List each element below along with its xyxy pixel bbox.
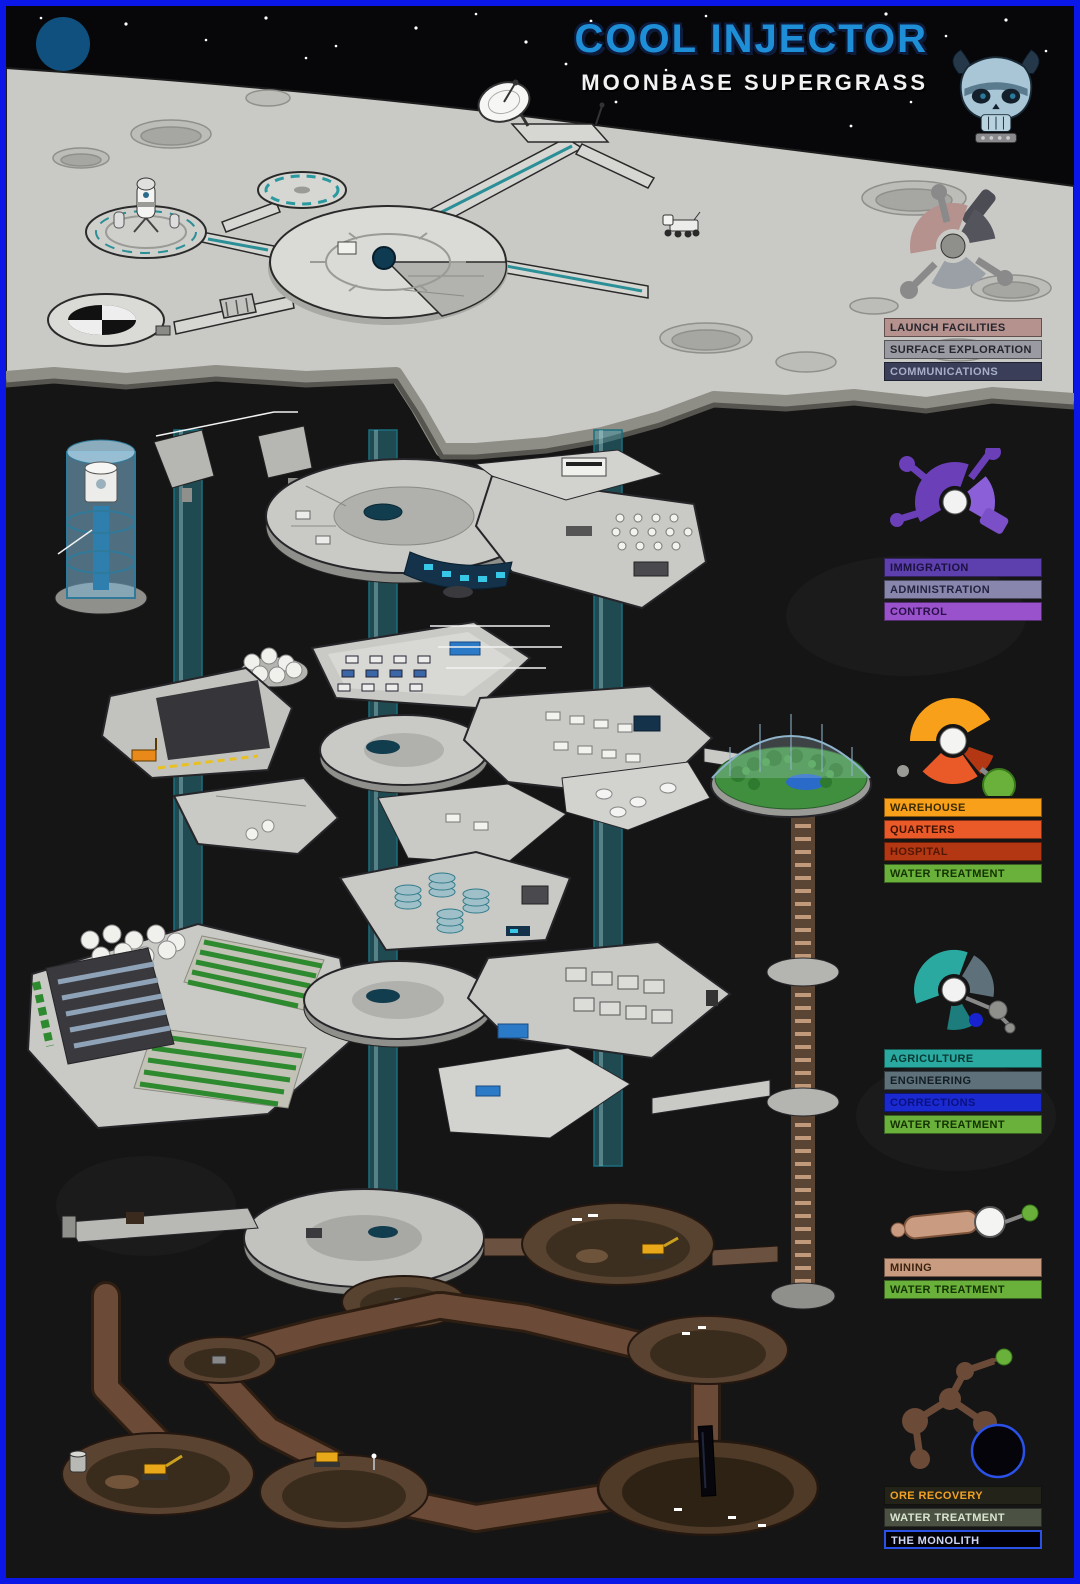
poster-subtitle: MOONBASE SUPERGRASS	[581, 70, 928, 95]
excavator	[641, 1243, 665, 1255]
poster-title: COOL INJECTOR	[574, 17, 928, 61]
monolith-cavern	[596, 1425, 820, 1537]
agriculture-wing	[26, 922, 356, 1130]
launch-pad	[85, 177, 207, 259]
legend-item-water-treatment-2: WATER TREATMENT	[884, 1115, 1042, 1134]
park-trees	[730, 749, 843, 790]
legend-item-administration: ADMINISTRATION	[884, 580, 1042, 599]
legend-bars-mining: MINING WATER TREATMENT	[884, 1258, 1042, 1299]
ore-cavern-mid	[259, 1451, 429, 1530]
title-block: COOL INJECTOR MOONBASE SUPERGRASS	[575, 18, 928, 96]
legend-item-water-treatment-3: WATER TREATMENT	[884, 1280, 1042, 1299]
control-room	[403, 551, 513, 598]
park-tower	[710, 714, 872, 1310]
comm-dish-platform	[477, 79, 610, 143]
legend-item-immigration: IMMIGRATION	[884, 558, 1042, 577]
legend-item-hospital: HOSPITAL	[884, 842, 1042, 861]
crop-rows-lower	[139, 1033, 303, 1107]
rock-edge	[6, 365, 1074, 457]
excavator	[315, 1451, 339, 1463]
hub-pad	[268, 205, 508, 325]
ore-cavern-west	[61, 1432, 255, 1516]
reactor	[54, 439, 148, 615]
legend-item-launch-facilities: LAUNCH FACILITIES	[884, 318, 1042, 337]
level-icon-ore-recovery	[902, 1348, 1026, 1479]
water-tanks	[80, 924, 186, 966]
legend-item-ore-recovery: ORE RECOVERY	[884, 1486, 1042, 1505]
level-administration	[54, 425, 708, 615]
monolith	[697, 1425, 717, 1497]
ore-cavern-north	[627, 1315, 789, 1385]
excavator	[143, 1463, 167, 1475]
mine-tunnels	[94, 1284, 718, 1530]
checker-pad	[47, 293, 171, 347]
legend-item-engineering: ENGINEERING	[884, 1071, 1042, 1090]
level-agriculture	[26, 850, 771, 1139]
rover	[662, 211, 701, 238]
callout-lines	[57, 411, 562, 669]
legend-bars-habitat: WAREHOUSE QUARTERS HOSPITAL WATER TREATM…	[884, 798, 1042, 883]
surface-walkways	[173, 137, 656, 335]
comm-dish	[477, 79, 531, 123]
legend-item-warehouse: WAREHOUSE	[884, 798, 1042, 817]
legend-item-the-monolith: THE MONOLITH	[884, 1530, 1042, 1549]
corrections-wing	[466, 940, 732, 1060]
forklift	[131, 749, 157, 762]
legend-bars-ore-recovery: ORE RECOVERY WATER TREATMENT THE MONOLIT…	[884, 1486, 1042, 1549]
level-icon-surface	[900, 184, 1013, 299]
warehouse-bay	[100, 666, 294, 780]
monolith-icon	[970, 1423, 1026, 1479]
legend-item-water-treatment-4: WATER TREATMENT	[884, 1508, 1042, 1527]
legend-item-control: CONTROL	[884, 602, 1042, 621]
ring-pad	[257, 171, 347, 209]
level-icon-agriculture	[914, 950, 1016, 1034]
hospital-wing	[377, 783, 567, 865]
office-desks	[337, 655, 431, 692]
legend-item-corrections: CORRECTIONS	[884, 1093, 1042, 1112]
level-habitat	[100, 620, 769, 865]
legend-item-surface-exploration: SURFACE EXPLORATION	[884, 340, 1042, 359]
legend-item-mining: MINING	[884, 1258, 1042, 1277]
mining-cavern	[521, 1202, 715, 1286]
planet	[36, 17, 90, 71]
engineering-bay	[338, 850, 572, 952]
legend-item-agriculture: AGRICULTURE	[884, 1049, 1042, 1068]
level-icon-mining	[890, 1204, 1039, 1240]
legend-bars-agriculture: AGRICULTURE ENGINEERING CORRECTIONS WATE…	[884, 1049, 1042, 1134]
legend-bars-administration: IMMIGRATION ADMINISTRATION CONTROL	[884, 558, 1042, 621]
skull-logo	[952, 49, 1040, 144]
rocket	[133, 177, 159, 233]
legend-bars-surface: LAUNCH FACILITIES SURFACE EXPLORATION CO…	[884, 318, 1042, 381]
level-ore-recovery	[61, 1281, 820, 1537]
level-icon-habitat	[897, 698, 1016, 796]
legend-item-quarters: QUARTERS	[884, 820, 1042, 839]
round-tables	[595, 782, 677, 818]
immigration-queue	[611, 513, 693, 551]
legend-item-water-treatment-1: WATER TREATMENT	[884, 864, 1042, 883]
legend-item-communications: COMMUNICATIONS	[884, 362, 1042, 381]
level-icon-administration	[890, 448, 1009, 542]
crop-rows-upper	[187, 939, 323, 1009]
